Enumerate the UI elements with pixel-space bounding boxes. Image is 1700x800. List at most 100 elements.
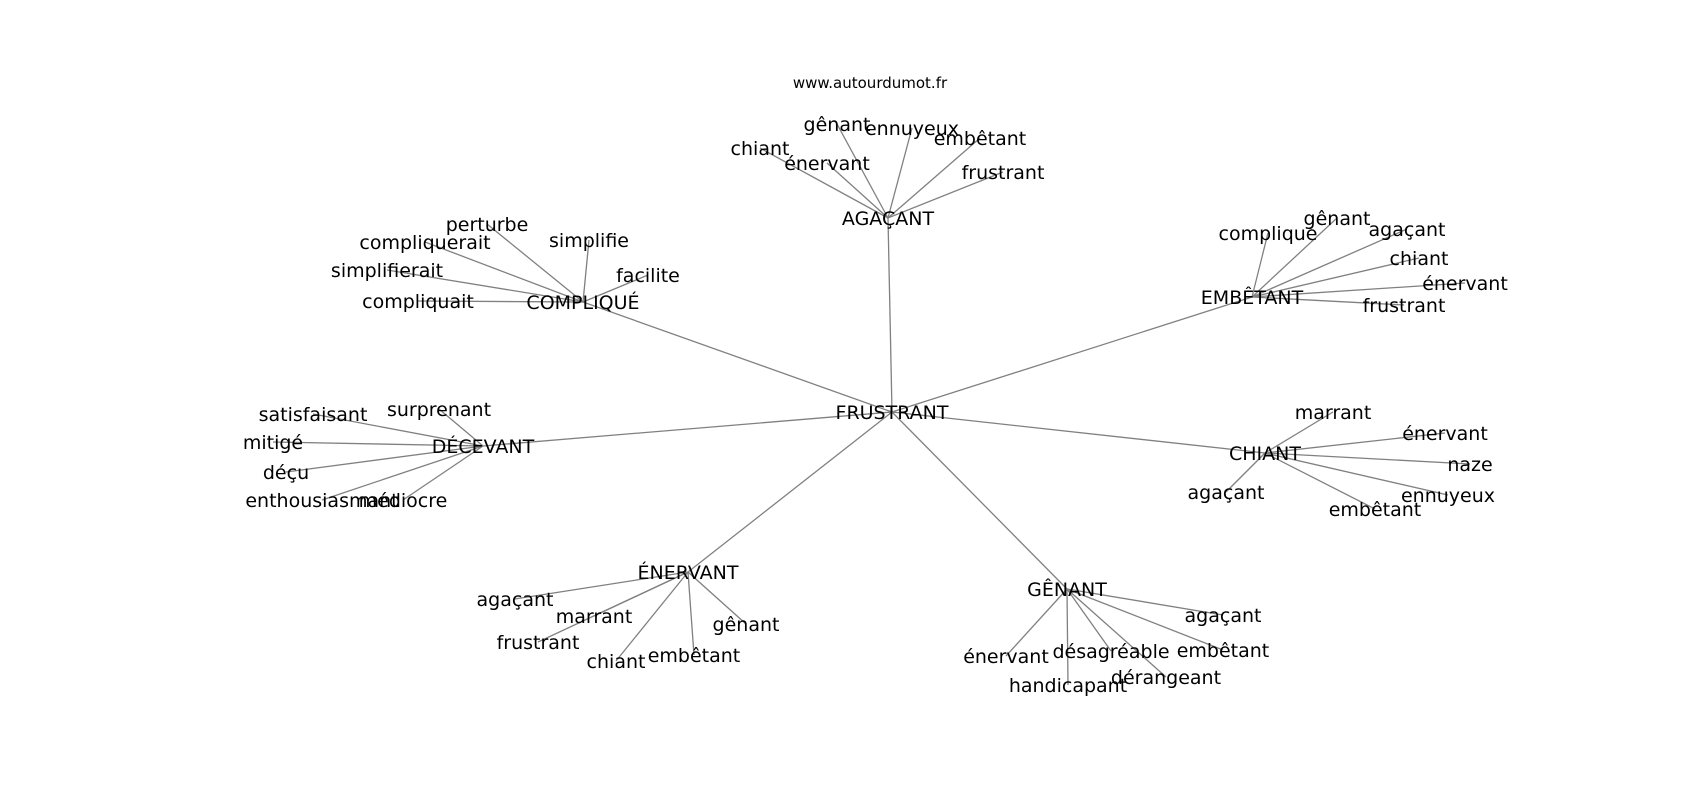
leaf-word-decevant-2: mitigé bbox=[243, 432, 303, 454]
leaf-word-chiant-4: ennuyeux bbox=[1401, 485, 1495, 507]
leaf-word-enervant-2: gênant bbox=[713, 614, 780, 636]
hub-node-chiant: CHIANT bbox=[1229, 443, 1301, 465]
leaf-word-chiant-0: marrant bbox=[1295, 402, 1372, 424]
edge-enervant-word-0 bbox=[514, 571, 689, 600]
edge-chiant-word-1 bbox=[1264, 432, 1446, 454]
leaf-word-embetant-4: énervant bbox=[1422, 273, 1508, 295]
leaf-word-enervant-1: marrant bbox=[556, 606, 633, 628]
leaf-word-agacant-0: chiant bbox=[731, 138, 790, 160]
leaf-word-chiant-3: agaçant bbox=[1188, 482, 1265, 504]
source-label: www.autourdumot.fr bbox=[793, 74, 948, 92]
leaf-word-genant-3: énervant bbox=[963, 646, 1049, 668]
edge-embetant-word-5 bbox=[1251, 296, 1405, 306]
edge-agacant-word-4 bbox=[826, 162, 889, 219]
edge-decevant-word-1 bbox=[438, 408, 484, 447]
leaf-word-genant-2: embêtant bbox=[1177, 640, 1270, 662]
edge-agacant-word-5 bbox=[887, 171, 1004, 219]
edge-center-genant bbox=[891, 411, 1068, 590]
edge-genant-word-5 bbox=[1066, 588, 1069, 686]
edge-enervant-word-4 bbox=[615, 571, 689, 662]
leaf-word-decevant-5: médiocre bbox=[359, 490, 448, 512]
leaf-word-genant-0: agaçant bbox=[1185, 605, 1262, 627]
edge-center-embetant bbox=[891, 296, 1253, 413]
center-node: FRUSTRANT bbox=[836, 402, 949, 424]
edge-center-agacant bbox=[887, 217, 893, 413]
edge-genant-word-3 bbox=[1005, 588, 1068, 657]
hub-node-genant: GÊNANT bbox=[1027, 578, 1107, 601]
leaf-word-embetant-3: chiant bbox=[1390, 248, 1449, 270]
edge-chiant-word-0 bbox=[1264, 411, 1334, 454]
leaf-word-enervant-3: frustrant bbox=[497, 632, 580, 654]
leaf-word-embetant-5: frustrant bbox=[1363, 295, 1446, 317]
edge-center-complique bbox=[582, 301, 893, 413]
edge-complique-word-3 bbox=[386, 269, 584, 303]
edge-agacant-word-3 bbox=[887, 137, 981, 219]
edge-chiant-word-4 bbox=[1264, 452, 1449, 496]
leaf-word-agacant-4: énervant bbox=[784, 153, 870, 175]
leaf-word-complique-3: simplifierait bbox=[331, 260, 443, 282]
edge-agacant-word-1 bbox=[836, 123, 889, 219]
edge-embetant-word-1 bbox=[1251, 217, 1338, 298]
edge-complique-word-1 bbox=[424, 241, 584, 303]
edge-decevant-word-2 bbox=[272, 441, 484, 447]
edge-complique-word-0 bbox=[486, 223, 584, 303]
leaf-word-enervant-5: embêtant bbox=[648, 645, 741, 667]
leaf-word-complique-0: perturbe bbox=[446, 214, 529, 236]
edge-genant-word-1 bbox=[1066, 588, 1112, 652]
leaf-word-chiant-2: naze bbox=[1447, 454, 1492, 476]
edge-embetant-word-2 bbox=[1251, 228, 1408, 298]
leaf-word-chiant-5: embêtant bbox=[1329, 499, 1422, 521]
edge-center-decevant bbox=[482, 411, 893, 447]
edge-decevant-word-5 bbox=[402, 445, 484, 501]
leaf-word-complique-5: compliquait bbox=[362, 291, 474, 313]
leaf-word-embetant-0: complique bbox=[1219, 223, 1318, 245]
edge-chiant-word-3 bbox=[1225, 452, 1266, 493]
edge-enervant-word-2 bbox=[687, 571, 747, 625]
leaf-word-decevant-4: enthousiasmant bbox=[245, 490, 398, 512]
edge-decevant-word-0 bbox=[312, 413, 484, 447]
hub-node-decevant: DÉCEVANT bbox=[432, 435, 535, 458]
edge-agacant-word-2 bbox=[887, 127, 913, 219]
edge-chiant-word-5 bbox=[1264, 452, 1376, 510]
hub-node-agacant: AGAÇANT bbox=[842, 208, 935, 230]
leaf-word-complique-1: compliquerait bbox=[359, 232, 490, 254]
edge-center-enervant bbox=[687, 411, 893, 573]
edge-genant-word-4 bbox=[1066, 588, 1167, 678]
edge-genant-word-2 bbox=[1066, 588, 1224, 651]
leaf-word-agacant-5: frustrant bbox=[962, 162, 1045, 184]
leaf-word-enervant-4: chiant bbox=[587, 651, 646, 673]
leaf-word-genant-4: dérangeant bbox=[1111, 667, 1221, 689]
labels: www.autourdumot.fr FRUSTRANT AGAÇANT chian… bbox=[243, 74, 1508, 697]
leaf-word-decevant-1: surprenant bbox=[387, 399, 491, 421]
leaf-word-decevant-3: déçu bbox=[263, 462, 309, 484]
leaf-word-chiant-1: énervant bbox=[1402, 423, 1488, 445]
edge-complique-word-4 bbox=[582, 274, 649, 303]
edge-agacant-word-0 bbox=[759, 147, 889, 219]
edge-embetant-word-4 bbox=[1251, 282, 1466, 298]
hub-node-complique: COMPLIQUÉ bbox=[526, 291, 639, 314]
edge-decevant-word-3 bbox=[285, 445, 484, 473]
edge-complique-word-5 bbox=[417, 300, 584, 303]
hub-node-enervant: ÉNERVANT bbox=[638, 561, 739, 584]
edge-chiant-word-2 bbox=[1264, 452, 1471, 465]
leaf-word-embetant-2: agaçant bbox=[1369, 219, 1446, 241]
leaf-word-decevant-0: satisfaisant bbox=[259, 404, 368, 426]
edge-genant-word-0 bbox=[1066, 588, 1224, 616]
leaf-word-agacant-1: gênant bbox=[804, 114, 871, 136]
leaf-word-embetant-1: gênant bbox=[1304, 208, 1371, 230]
edge-enervant-word-3 bbox=[537, 571, 689, 643]
edge-enervant-word-5 bbox=[687, 571, 695, 656]
edge-embetant-word-0 bbox=[1251, 232, 1269, 298]
edge-decevant-word-4 bbox=[321, 445, 484, 501]
leaf-word-genant-5: handicapant bbox=[1009, 675, 1127, 697]
leaf-word-agacant-3: embêtant bbox=[934, 128, 1027, 150]
leaf-word-agacant-2: ennuyeux bbox=[865, 118, 959, 140]
leaf-word-complique-2: simplifie bbox=[549, 230, 629, 252]
edges bbox=[272, 123, 1471, 686]
edge-center-chiant bbox=[891, 411, 1266, 454]
leaf-word-genant-1: désagréable bbox=[1052, 641, 1169, 663]
leaf-word-complique-4: facilite bbox=[616, 265, 680, 287]
edge-complique-word-2 bbox=[582, 239, 590, 303]
leaf-word-enervant-0: agaçant bbox=[477, 589, 554, 611]
edge-embetant-word-3 bbox=[1251, 257, 1420, 298]
